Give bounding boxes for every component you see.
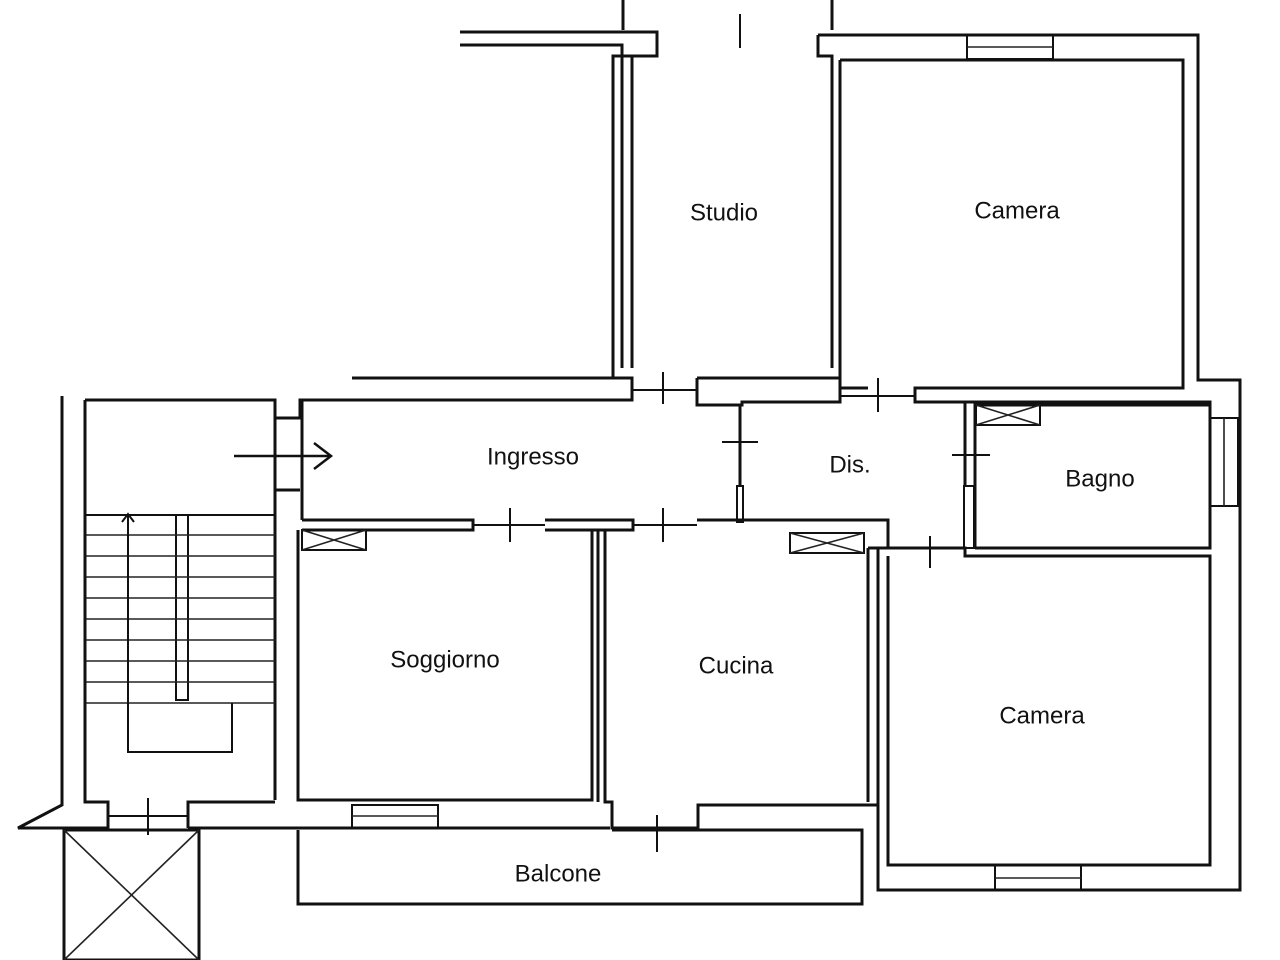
- soggiorno-label: Soggiorno: [390, 646, 499, 673]
- balcone-label: Balcone: [515, 860, 602, 887]
- cucina-room: [603, 530, 880, 852]
- dis-room: [840, 378, 990, 549]
- elevator-shaft-icon: [62, 828, 201, 960]
- camera-bottom-room: [876, 508, 1242, 892]
- entrance-arrow-icon: [234, 442, 334, 470]
- balcone-room: [188, 804, 864, 906]
- bagno-room: [975, 403, 1239, 550]
- studio-room: [352, 0, 834, 380]
- cucina-label: Cucina: [699, 652, 774, 679]
- ventilation-duct-icon: [789, 532, 865, 554]
- studio-label: Studio: [690, 199, 758, 226]
- dis-label: Dis.: [829, 451, 870, 478]
- soggiorno-room: [296, 529, 600, 802]
- ingresso-label: Ingresso: [487, 443, 579, 470]
- camera-bottom-label: Camera: [999, 702, 1085, 729]
- camera-top-room: [818, 33, 1242, 508]
- staircase-icon: [17, 396, 277, 835]
- ventilation-duct-icon: [301, 529, 367, 551]
- bagno-label: Bagno: [1065, 465, 1134, 492]
- ventilation-duct-icon: [975, 404, 1041, 426]
- camera-top-label: Camera: [974, 197, 1060, 224]
